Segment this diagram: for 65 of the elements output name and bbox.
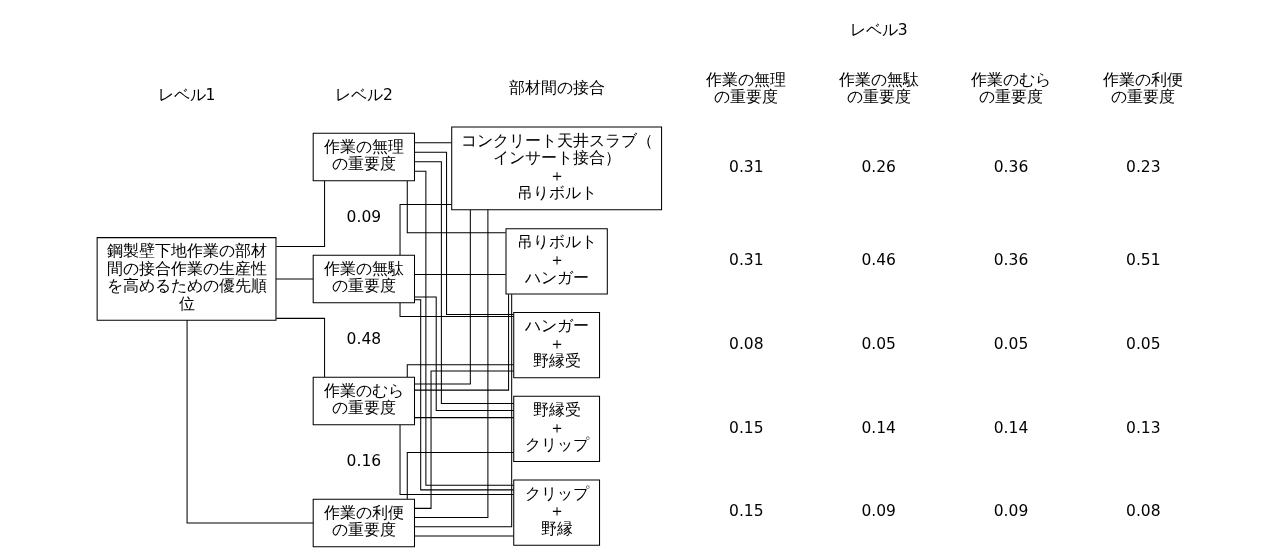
label: 0.26 [861, 157, 896, 176]
label: 0.08 [1126, 502, 1161, 521]
label: 0.14 [993, 418, 1029, 437]
connector [414, 417, 515, 419]
connector [406, 180, 507, 234]
label: 作業の無駄の重要度 [838, 70, 919, 107]
label: 0.36 [993, 157, 1029, 176]
label: 作業のむらの重要度 [970, 70, 1051, 107]
connector [414, 151, 514, 316]
label: レベル2 [334, 85, 393, 104]
node-box: 作業の利便の重要度 [312, 498, 415, 548]
node-box: 野縁受＋クリップ [513, 395, 601, 462]
label: レベル1 [157, 85, 216, 104]
connector [275, 317, 326, 378]
connector [414, 293, 513, 528]
label: 0.08 [729, 334, 764, 353]
label: 0.31 [729, 251, 764, 270]
connector [414, 142, 452, 144]
connector [414, 293, 510, 391]
connector [406, 364, 514, 378]
label: 0.15 [729, 418, 764, 437]
label: 0.14 [861, 418, 896, 437]
label: 0.05 [1126, 334, 1161, 353]
label: 0.36 [993, 251, 1029, 270]
connector [399, 204, 452, 256]
connector [414, 535, 515, 537]
label: 0.05 [993, 334, 1029, 353]
connector [414, 209, 471, 385]
connector [414, 370, 514, 509]
label: 0.16 [346, 451, 382, 470]
connector [275, 180, 326, 247]
label: 作業の利便の重要度 [1103, 70, 1184, 107]
node-box: 作業の無理の重要度 [312, 132, 415, 182]
label: 作業の無理の重要度 [706, 70, 787, 107]
connector [414, 209, 489, 519]
label: レベル3 [849, 20, 908, 39]
label: 0.46 [861, 251, 896, 270]
label: 0.48 [346, 329, 382, 348]
connector [406, 451, 514, 500]
connector [399, 424, 514, 496]
label: 0.09 [993, 502, 1029, 521]
connector [414, 274, 507, 276]
connector [186, 319, 314, 524]
node-box: 作業の無駄の重要度 [312, 254, 415, 304]
connector [275, 278, 314, 280]
node-box: コンクリート天井スラブ（インサート接合）＋吊りボルト [451, 126, 663, 211]
label: 部材間の接合 [508, 79, 605, 98]
node-box: 鋼製壁下地作業の部材間の接合作業の生産性を高めるための優先順位 [96, 237, 277, 321]
label: 0.09 [861, 502, 896, 521]
label: 0.09 [346, 207, 382, 226]
label: 0.15 [729, 502, 764, 521]
label: 0.05 [861, 334, 896, 353]
node-box: 吊りボルト＋ハンガー [505, 228, 608, 295]
connector [414, 299, 515, 491]
label: 0.31 [729, 157, 764, 176]
connector [399, 302, 514, 317]
label: 0.13 [1126, 418, 1161, 437]
label: 0.23 [1126, 157, 1161, 176]
connector [414, 161, 515, 404]
connector [414, 296, 515, 412]
node-box: クリップ＋野縁 [513, 479, 601, 546]
node-box: ハンガー＋野縁受 [513, 312, 601, 379]
connector [414, 170, 514, 486]
node-box: 作業のむらの重要度 [312, 376, 415, 426]
label: 0.51 [1126, 251, 1161, 270]
